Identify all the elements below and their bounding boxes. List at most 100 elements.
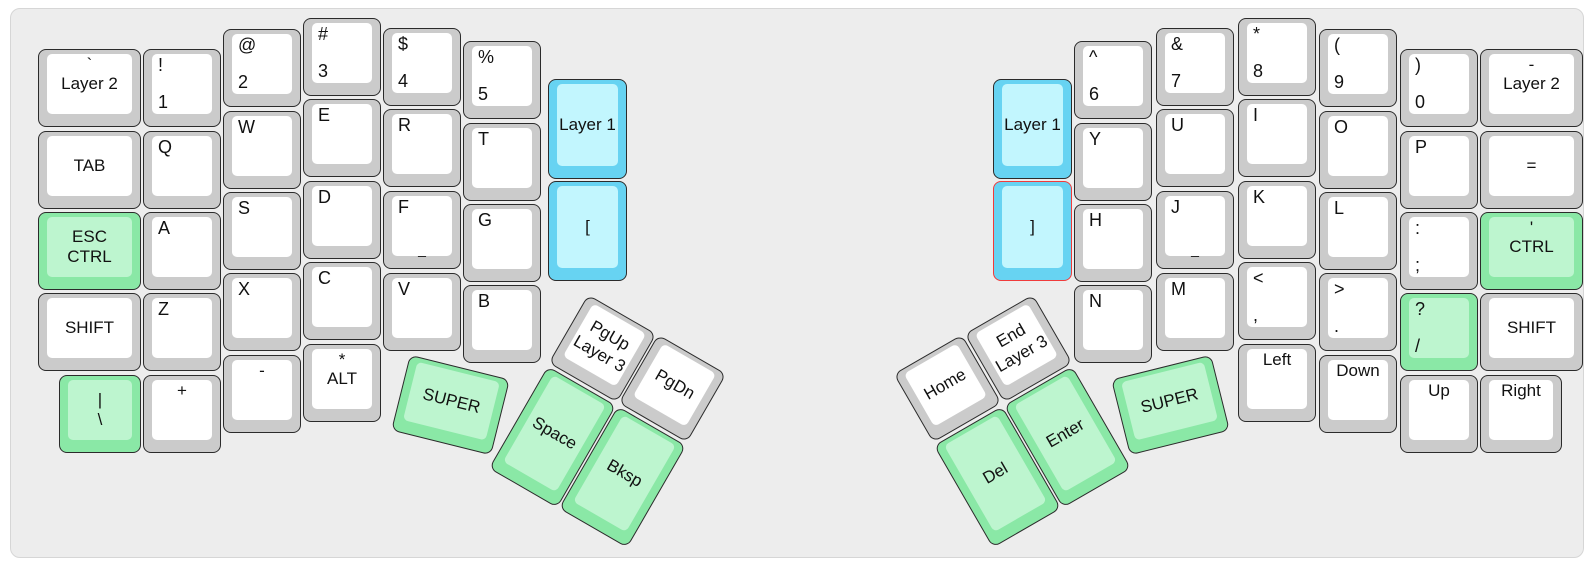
keycap-top: - — [232, 360, 292, 420]
key-legend-tl: & — [1171, 34, 1184, 54]
key-z[interactable]: Z — [143, 293, 221, 371]
key-v[interactable]: V — [383, 273, 461, 351]
key-colon-semicolon[interactable]: :; — [1400, 212, 1478, 290]
keycap-top: -Layer 2 — [1489, 54, 1574, 114]
keycap-top: Layer 1 — [557, 84, 618, 166]
key-legend-tl: V — [398, 279, 411, 299]
key-legend-tl: ) — [1415, 55, 1421, 75]
key-e[interactable]: E — [303, 99, 381, 177]
key-d[interactable]: D — [303, 181, 381, 259]
key-layer2-right[interactable]: -Layer 2 — [1480, 49, 1583, 127]
key-layer1-right[interactable]: Layer 1 — [993, 79, 1072, 179]
key-u[interactable]: U — [1156, 109, 1234, 187]
key-legend-bl: 4 — [398, 70, 409, 91]
key-arrow-left[interactable]: Left — [1238, 344, 1316, 422]
key-legend-c: TAB — [73, 155, 106, 175]
key-layer1-left[interactable]: Layer 1 — [548, 79, 627, 179]
key-x[interactable]: X — [223, 273, 301, 351]
key-k[interactable]: K — [1238, 181, 1316, 259]
key-b[interactable]: B — [463, 285, 541, 363]
key-r[interactable]: R — [383, 109, 461, 187]
keycap-top: TAB — [47, 136, 132, 196]
key-m[interactable]: M — [1156, 273, 1234, 351]
key-shift-left[interactable]: SHIFT — [38, 293, 141, 371]
key-super-right[interactable]: SUPER — [1111, 354, 1230, 456]
key-n[interactable]: N — [1074, 285, 1152, 363]
key-legend-tc: Left — [1262, 350, 1292, 369]
key-q[interactable]: Q — [143, 131, 221, 209]
key-p[interactable]: P — [1400, 131, 1478, 209]
keycap-top: Z — [152, 298, 212, 358]
key-legend-tc: Down — [1336, 361, 1380, 380]
keycap-top: E — [312, 104, 372, 164]
key-greater-period[interactable]: >. — [1319, 273, 1397, 351]
key-asterisk-8[interactable]: *8 — [1238, 18, 1316, 96]
key-hash-3[interactable]: #3 — [303, 18, 381, 96]
key-legend-bl: 9 — [1334, 71, 1345, 92]
keycap-top: (9 — [1328, 34, 1388, 94]
keycap-top: <, — [1247, 267, 1307, 327]
key-a[interactable]: A — [143, 212, 221, 290]
key-j[interactable]: J_ — [1156, 191, 1234, 269]
key-w[interactable]: W — [223, 111, 301, 189]
key-y[interactable]: Y — [1074, 123, 1152, 201]
key-h[interactable]: H — [1074, 204, 1152, 282]
keycap-top: R — [392, 114, 452, 174]
key-legend-tl: # — [318, 24, 329, 44]
key-left-bracket[interactable]: [ — [548, 181, 627, 281]
keycap-top: O — [1328, 116, 1388, 176]
key-amp-7[interactable]: &7 — [1156, 28, 1234, 106]
key-legend-tl: @ — [238, 35, 257, 55]
key-arrow-down[interactable]: Down — [1319, 355, 1397, 433]
keycap-top: [ — [557, 186, 618, 268]
key-caret-6[interactable]: ^6 — [1074, 41, 1152, 119]
key-minus[interactable]: - — [223, 355, 301, 433]
key-o[interactable]: O — [1319, 111, 1397, 189]
key-i[interactable]: I — [1238, 99, 1316, 177]
keycap-top: 'CTRL — [1489, 217, 1574, 277]
key-s[interactable]: S — [223, 192, 301, 270]
key-super-left[interactable]: SUPER — [391, 354, 510, 456]
key-arrow-right[interactable]: Right — [1480, 375, 1562, 453]
key-c[interactable]: C — [303, 262, 381, 340]
keycap-top: X — [232, 278, 292, 338]
key-arrow-up[interactable]: Up — [1400, 375, 1478, 453]
key-question-slash[interactable]: ?/ — [1400, 293, 1478, 371]
key-paren-9[interactable]: (9 — [1319, 29, 1397, 107]
key-at-2[interactable]: @2 — [223, 29, 301, 107]
key-dollar-4[interactable]: $4 — [383, 28, 461, 106]
key-l[interactable]: L — [1319, 192, 1397, 270]
key-paren-0[interactable]: )0 — [1400, 49, 1478, 127]
key-layer2-left[interactable]: `Layer 2 — [38, 49, 141, 127]
key-legend-bc: _ — [418, 241, 426, 258]
key-legend-c: ESC CTRL — [67, 226, 112, 266]
key-t[interactable]: T — [463, 123, 541, 201]
key-legend-tl: X — [238, 279, 251, 299]
key-esc-ctrl[interactable]: ESC CTRL — [38, 212, 141, 290]
key-shift-right[interactable]: SHIFT — [1480, 293, 1583, 371]
key-g[interactable]: G — [463, 204, 541, 282]
key-legend-tl: > — [1334, 279, 1345, 299]
key-plus[interactable]: + — [143, 375, 221, 453]
key-legend-bl: 6 — [1089, 83, 1100, 104]
key-exclam-1[interactable]: !1 — [143, 49, 221, 127]
key-legend-bl: 3 — [318, 60, 329, 81]
key-f[interactable]: F_ — [383, 191, 461, 269]
key-right-bracket[interactable]: ] — [993, 181, 1072, 281]
key-tab[interactable]: TAB — [38, 131, 141, 209]
key-percent-5[interactable]: %5 — [463, 41, 541, 119]
key-legend-c: ] — [1030, 216, 1035, 236]
key-quote-ctrl[interactable]: 'CTRL — [1480, 212, 1583, 290]
keycap-top: G — [472, 209, 532, 269]
key-legend-tl: < — [1253, 268, 1264, 288]
keycap-top: SUPER — [1121, 361, 1219, 441]
keycap-top: *8 — [1247, 23, 1307, 83]
key-legend-c: ALT — [327, 368, 357, 388]
keycap-top: :; — [1409, 217, 1469, 277]
key-asterisk-alt[interactable]: *ALT — [303, 344, 381, 422]
keycap-top: = — [1489, 136, 1574, 196]
key-pipe-backslash[interactable]: | \ — [59, 375, 141, 453]
key-legend-tl: I — [1253, 105, 1259, 125]
key-equals[interactable]: = — [1480, 131, 1583, 209]
key-less-comma[interactable]: <, — [1238, 262, 1316, 340]
